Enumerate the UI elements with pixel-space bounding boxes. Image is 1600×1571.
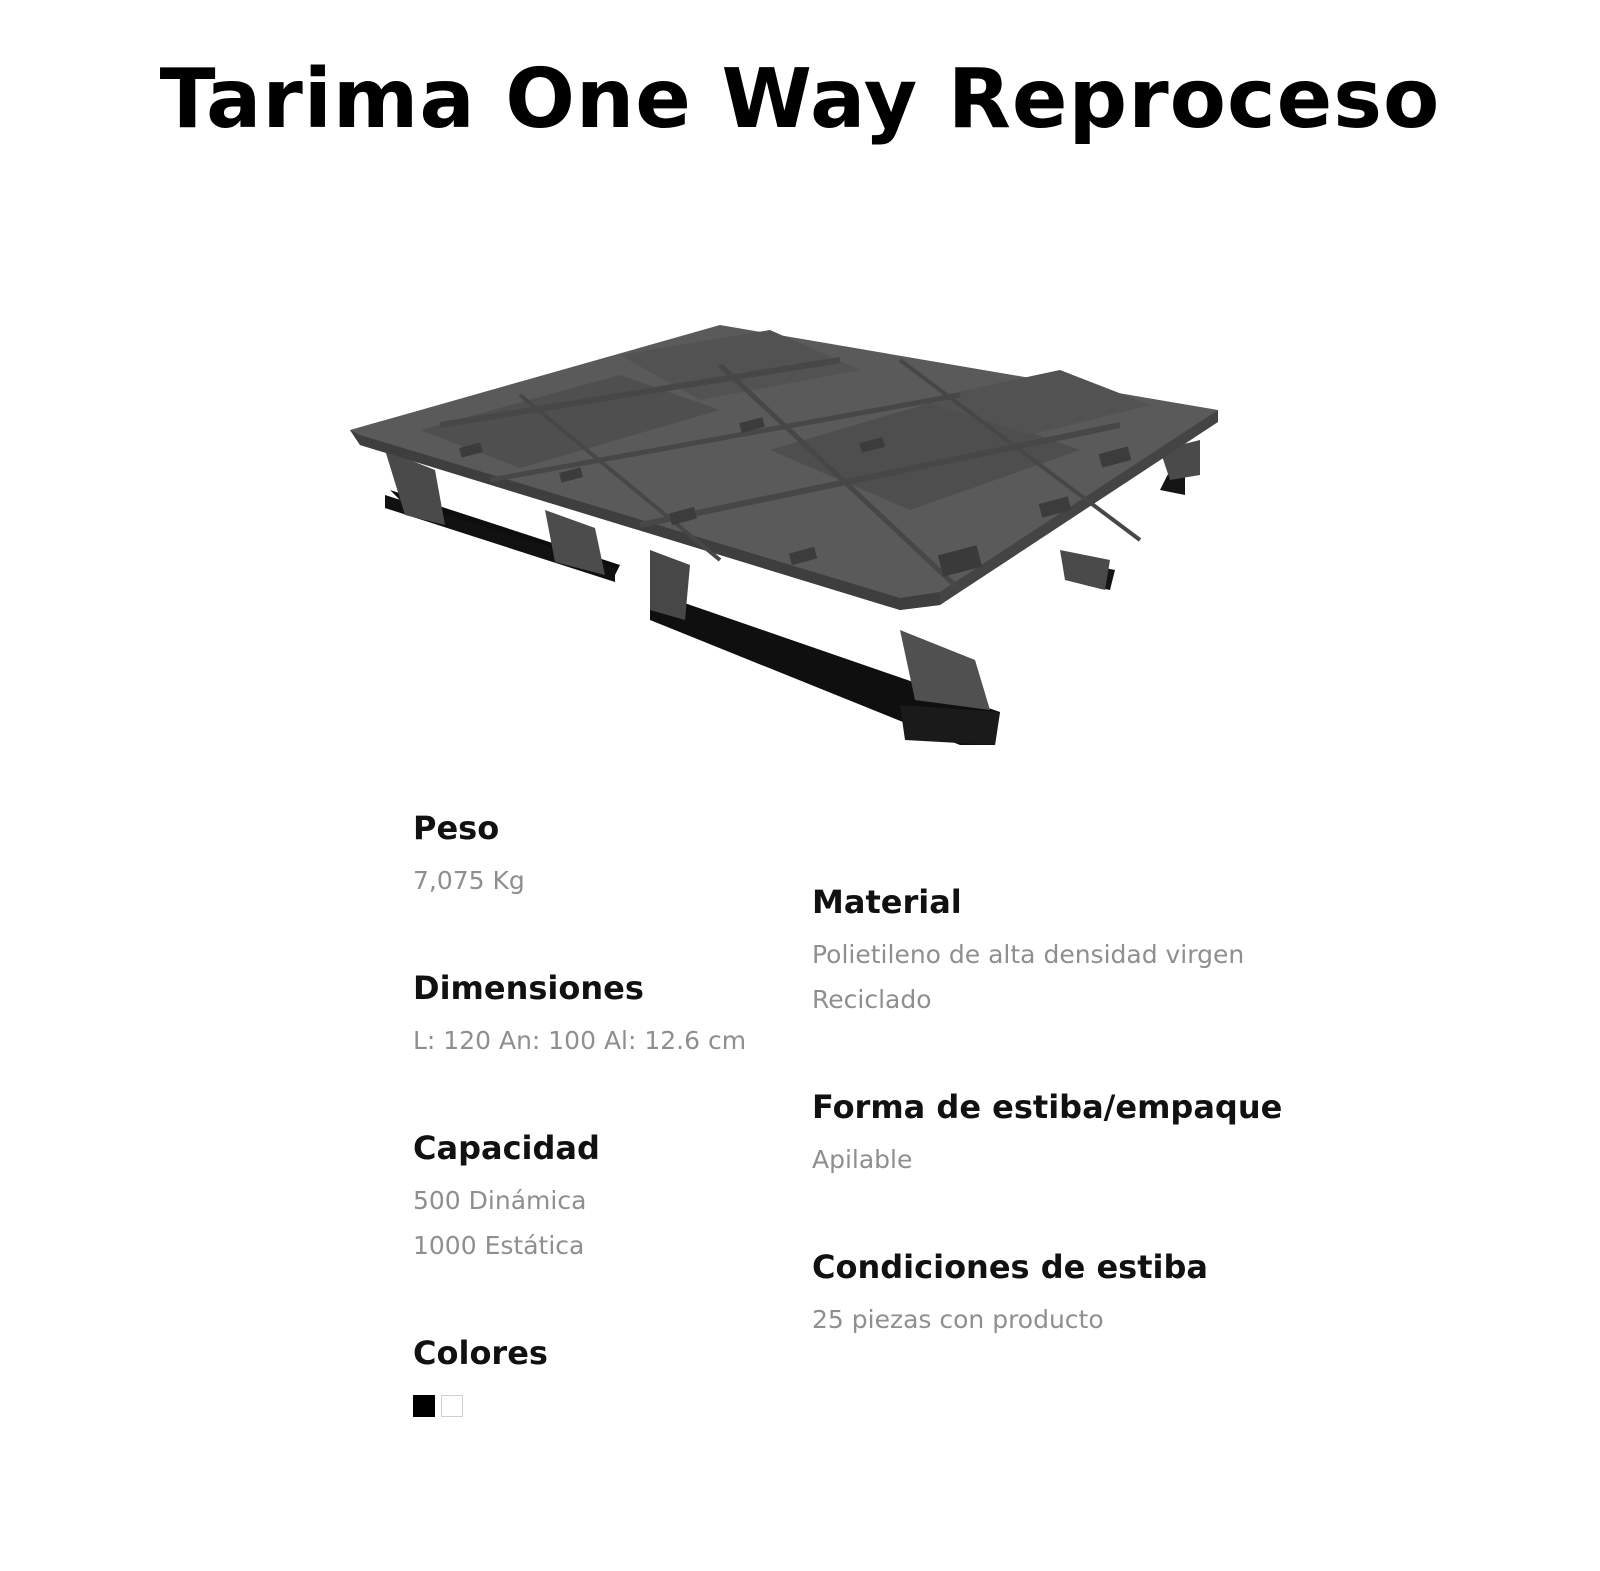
color-swatch-white[interactable] (441, 1395, 463, 1417)
spec-label: Colores (413, 1334, 548, 1372)
spec-dimensiones: Dimensiones L: 120 An: 100 Al: 12.6 cm (413, 968, 746, 1063)
spec-condiciones: Condiciones de estiba 25 piezas con prod… (812, 1247, 1208, 1342)
color-swatches (413, 1395, 548, 1417)
spec-material: Material Polietileno de alta densidad vi… (812, 882, 1244, 1022)
spec-value: Reciclado (812, 985, 932, 1014)
color-swatch-black[interactable] (413, 1395, 435, 1417)
spec-label: Forma de estiba/empaque (812, 1088, 1283, 1126)
spec-forma: Forma de estiba/empaque Apilable (812, 1087, 1282, 1182)
spec-capacidad: Capacidad 500 Dinámica 1000 Estática (413, 1128, 600, 1268)
page-title: Tarima One Way Reproceso (159, 52, 1441, 147)
spec-label: Peso (413, 809, 500, 847)
spec-value: Polietileno de alta densidad virgen (812, 940, 1245, 969)
spec-label: Material (812, 883, 962, 921)
spec-value: Apilable (812, 1145, 913, 1174)
spec-value: 1000 Estática (413, 1231, 585, 1260)
spec-label: Dimensiones (413, 969, 644, 1007)
spec-colores: Colores (413, 1333, 548, 1417)
pallet-image (350, 325, 1218, 745)
spec-value: 25 piezas con producto (812, 1305, 1104, 1334)
spec-value: 500 Dinámica (413, 1186, 587, 1215)
spec-value: 7,075 Kg (413, 866, 525, 895)
spec-label: Capacidad (413, 1129, 600, 1167)
spec-peso: Peso 7,075 Kg (413, 808, 525, 903)
spec-label: Condiciones de estiba (812, 1248, 1208, 1286)
spec-value: L: 120 An: 100 Al: 12.6 cm (413, 1026, 747, 1055)
